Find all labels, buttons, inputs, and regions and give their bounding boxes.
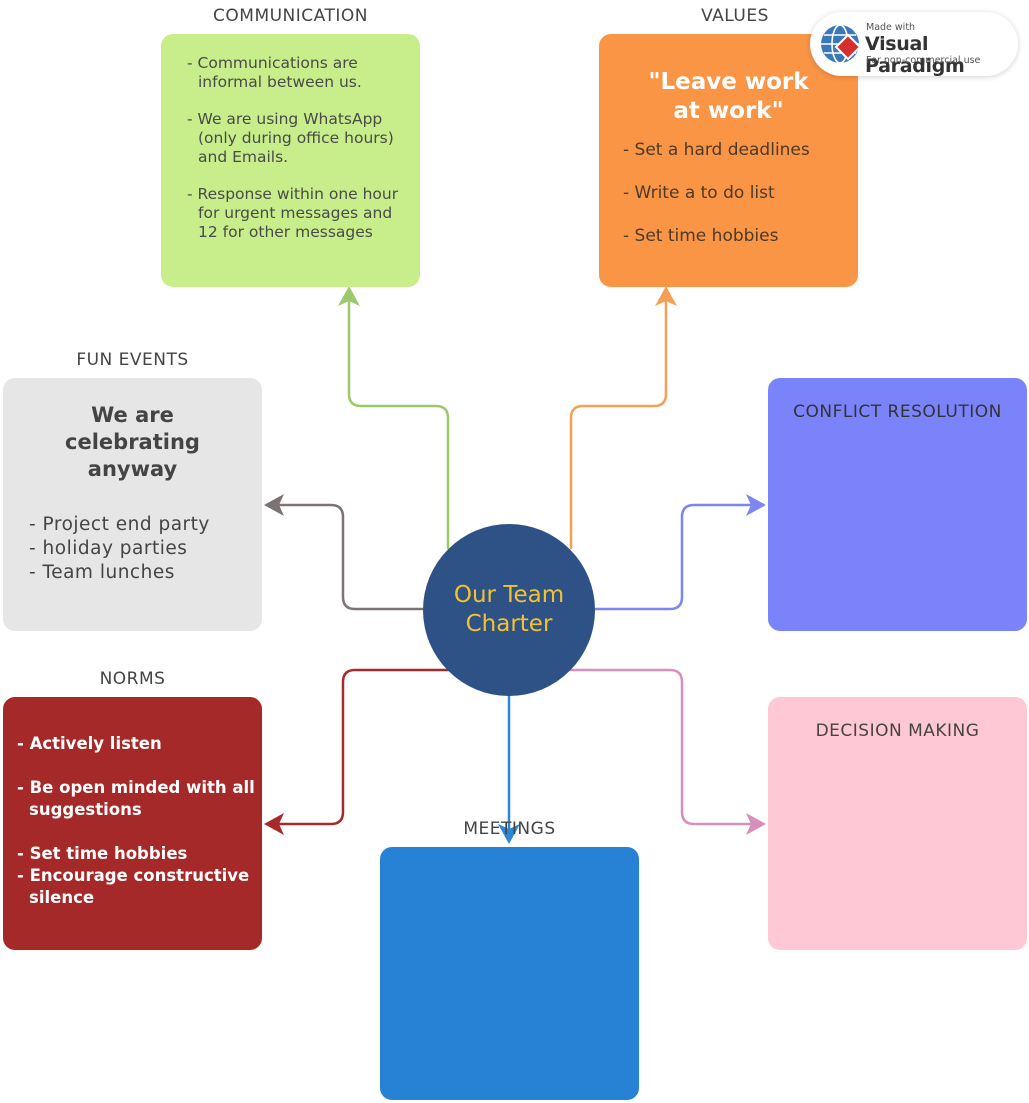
arrowhead-norms — [264, 813, 284, 835]
team-charter-center-node[interactable]: Our Team Charter — [423, 524, 595, 696]
communication-box[interactable]: - Communications are informal between us… — [161, 34, 420, 287]
badge-brand: Visual Paradigm — [865, 33, 965, 77]
center-title-line: Our Team — [453, 582, 565, 608]
fun-events-box[interactable]: We are celebrating anyway - Project end … — [3, 378, 262, 631]
connector-values — [569, 298, 668, 550]
fun-events-heading-line: anyway — [87, 457, 178, 481]
arrowhead-conflict-resolution — [746, 494, 766, 516]
decision-making-box[interactable]: DECISION MAKING — [768, 697, 1027, 950]
badge-note: For non-commercial use — [866, 55, 981, 66]
fun-events-heading-line: celebrating — [65, 430, 200, 454]
values-item: - Write a to do list — [623, 183, 775, 203]
fun-events-item: - holiday parties — [29, 538, 188, 559]
fun-events-item: - Project end party — [29, 514, 210, 535]
values-box[interactable]: "Leave work at work" - Set a hard deadli… — [599, 34, 858, 287]
conflict-resolution-box[interactable]: CONFLICT RESOLUTION — [768, 378, 1027, 631]
values-quote: "Leave work at work" — [623, 68, 848, 126]
arrowhead-decision-making — [746, 813, 766, 835]
communication-item: - Response within one hour for urgent me… — [187, 185, 399, 241]
values-quote-line: at work" — [673, 98, 784, 124]
fun-events-caption: FUN EVENTS — [76, 350, 189, 370]
connector-communication — [347, 298, 450, 550]
norms-item: - Encourage constructive silence — [17, 866, 250, 907]
communication-item: - Communications are informal between us… — [187, 54, 362, 91]
connector-conflict-resolution — [593, 503, 754, 611]
meetings-caption: MEETINGS — [463, 819, 556, 839]
decision-making-title: DECISION MAKING — [815, 721, 980, 741]
communication-caption: COMMUNICATION — [213, 6, 368, 26]
fun-events-item: - Team lunches — [29, 562, 175, 583]
norms-box[interactable]: - Actively listen - Be open minded with … — [3, 697, 262, 950]
fun-events-heading-line: We are — [91, 403, 174, 427]
communication-item: - We are using WhatsApp (only during off… — [187, 110, 394, 166]
arrowhead-meetings — [498, 824, 520, 844]
norms-item: - Set time hobbies — [17, 844, 188, 863]
fun-events-heading: We are celebrating anyway — [29, 402, 252, 483]
visual-paradigm-badge[interactable]: Made with Visual Paradigm For non-commer… — [810, 12, 1018, 77]
values-caption: VALUES — [701, 6, 769, 26]
norms-caption: NORMS — [99, 669, 166, 689]
meetings-box[interactable] — [380, 847, 639, 1100]
center-title-line: Charter — [465, 611, 553, 637]
globe-logo-icon — [821, 24, 862, 64]
arrowhead-fun-events — [264, 494, 284, 516]
norms-item: - Be open minded with all suggestions — [17, 778, 255, 819]
badge-made-with: Made with — [866, 22, 916, 33]
values-quote-line: "Leave work — [648, 69, 809, 95]
conflict-resolution-title: CONFLICT RESOLUTION — [793, 402, 1002, 422]
connector-fun-events — [276, 503, 426, 611]
values-item: - Set a hard deadlines — [623, 140, 810, 160]
values-item: - Set time hobbies — [623, 226, 779, 246]
connector-decision-making — [569, 668, 754, 826]
arrowhead-values — [655, 286, 677, 306]
arrowhead-communication — [338, 286, 360, 306]
norms-item: - Actively listen — [17, 734, 162, 753]
connector-norms — [276, 668, 450, 826]
